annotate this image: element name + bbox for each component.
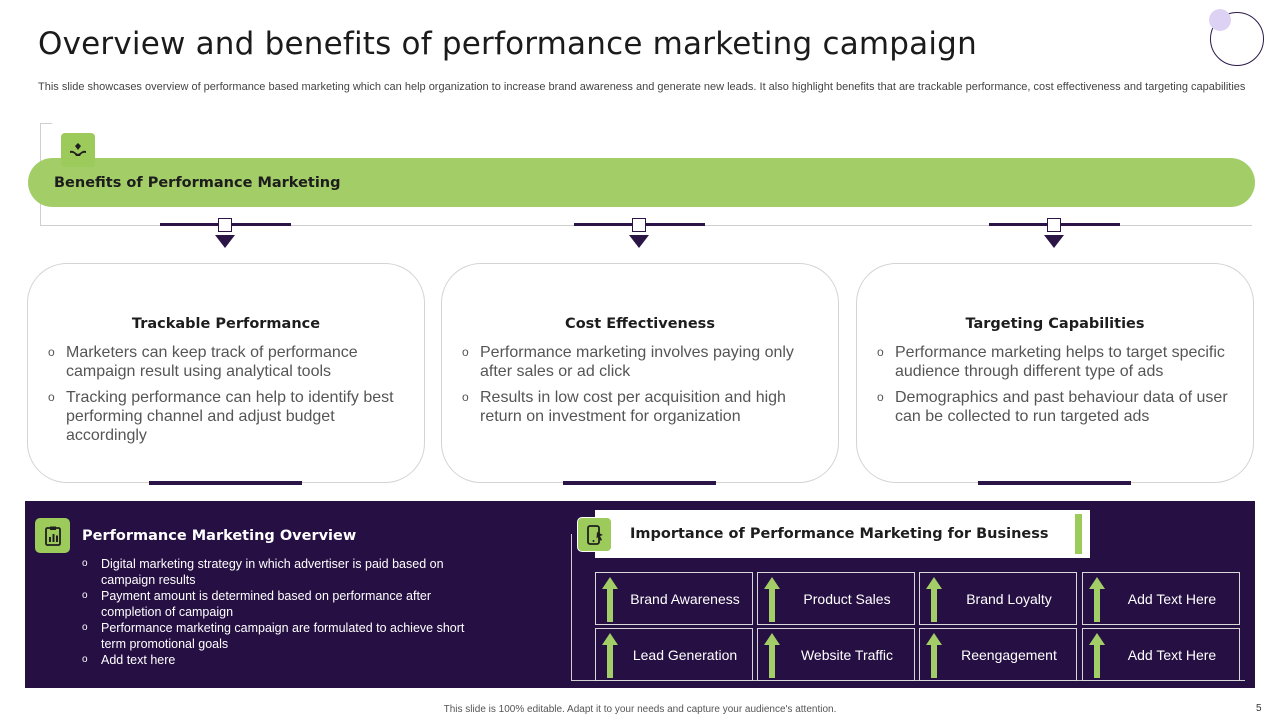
importance-tile: Product Sales	[757, 572, 915, 625]
arrow-up-icon	[1089, 577, 1105, 622]
importance-header: Importance of Performance Marketing for …	[595, 510, 1090, 558]
benefits-bar: Benefits of Performance Marketing	[28, 158, 1255, 207]
arrow-up-icon	[602, 577, 618, 622]
clipboard-chart-icon	[35, 518, 70, 553]
card-connector	[989, 218, 1120, 250]
page-number: 5	[1256, 703, 1262, 714]
phone-click-icon	[577, 517, 612, 552]
benefits-bar-label: Benefits of Performance Marketing	[54, 174, 341, 191]
benefit-card-title: Trackable Performance	[131, 316, 321, 332]
overview-title: Performance Marketing Overview	[82, 528, 357, 544]
arrow-up-icon	[602, 633, 618, 678]
importance-tile: Website Traffic	[757, 628, 915, 681]
page-subtitle: This slide showcases overview of perform…	[38, 81, 1246, 93]
arrow-up-icon	[764, 633, 780, 678]
importance-tile: Reengagement	[919, 628, 1077, 681]
arrow-up-icon	[1089, 633, 1105, 678]
decorative-dot	[1209, 9, 1231, 31]
importance-tile: Brand Loyalty	[919, 572, 1077, 625]
hand-heart-icon	[61, 133, 95, 167]
footer-note: This slide is 100% editable. Adapt it to…	[443, 704, 837, 715]
importance-title: Importance of Performance Marketing for …	[630, 526, 1049, 542]
card-connector	[574, 218, 705, 250]
importance-tile: Add Text Here	[1082, 628, 1240, 681]
benefit-card-title: Cost Effectiveness	[565, 316, 715, 332]
arrow-up-icon	[926, 633, 942, 678]
importance-tile: Brand Awareness	[595, 572, 753, 625]
card-connector	[160, 218, 291, 250]
importance-tile: Lead Generation	[595, 628, 753, 681]
page-title: Overview and benefits of performance mar…	[38, 26, 977, 62]
importance-tile: Add Text Here	[1082, 572, 1240, 625]
arrow-up-icon	[764, 577, 780, 622]
benefit-card-title: Targeting Capabilities	[965, 316, 1145, 332]
arrow-up-icon	[926, 577, 942, 622]
decorative-ring	[1210, 12, 1264, 66]
